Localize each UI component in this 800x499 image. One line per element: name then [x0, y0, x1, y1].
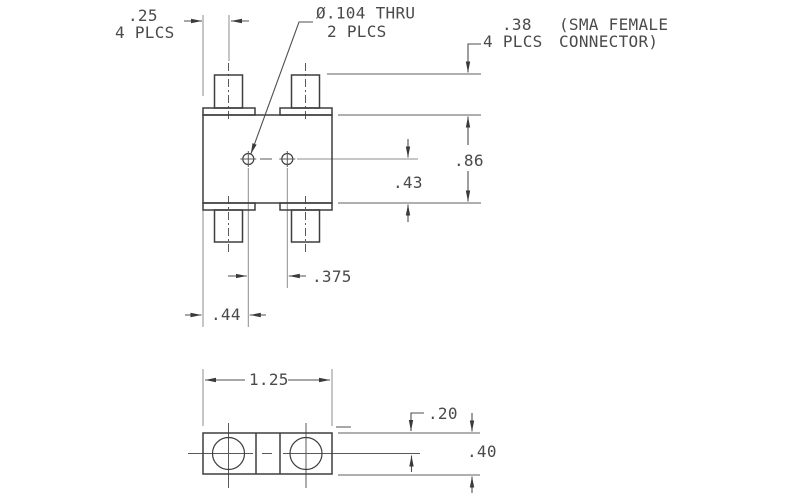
label-hole-callout-value: Ø.104 THRU — [316, 4, 415, 23]
label-hole-callout-note: 2 PLCS — [327, 22, 387, 41]
side-view-geometry — [202, 432, 333, 475]
label-side-depth: .20 — [428, 404, 458, 423]
dim-connector-bracket-arrow — [465, 43, 481, 73]
label-hole-center-offset: .43 — [393, 173, 423, 192]
leader-hole-callout — [250, 21, 313, 155]
top-view-dimensions — [184, 18, 481, 318]
label-connector-desc2: CONNECTOR) — [559, 32, 658, 51]
label-hole-spacing: .375 — [312, 267, 352, 286]
dim-depth-bracket-arrow — [408, 412, 424, 431]
label-connector-note: 4 PLCS — [483, 32, 543, 51]
label-pin-offset-value: .25 — [128, 6, 158, 25]
label-side-width: 1.25 — [249, 370, 289, 389]
label-body-height: .86 — [454, 151, 484, 170]
label-pin-offset-note: 4 PLCS — [115, 23, 175, 42]
side-connector-circle-left — [211, 436, 246, 471]
connector-stub-bottom-right — [290, 209, 321, 243]
top-view-extension-lines — [202, 15, 481, 327]
top-view-geometry — [202, 74, 333, 243]
label-hole-edge-offset: .44 — [211, 305, 241, 324]
label-connector-value: .38 — [502, 15, 532, 34]
side-view-dimensions — [205, 377, 475, 493]
top-view-centerlines — [228, 63, 306, 254]
side-connector-circle-right — [289, 436, 323, 471]
body-outline — [202, 114, 333, 204]
side-view-extension-lines — [188, 369, 480, 488]
connector-stub-bottom-left — [213, 209, 244, 243]
connector-stub-top-left — [213, 74, 244, 109]
label-side-thickness: .40 — [467, 442, 497, 461]
side-body-outline — [202, 432, 333, 475]
label-connector-desc1: (SMA FEMALE — [559, 15, 668, 34]
connector-stub-top-right — [290, 74, 321, 109]
annotation-labels: .25 4 PLCS Ø.104 THRU 2 PLCS .38 4 PLCS … — [115, 4, 668, 462]
